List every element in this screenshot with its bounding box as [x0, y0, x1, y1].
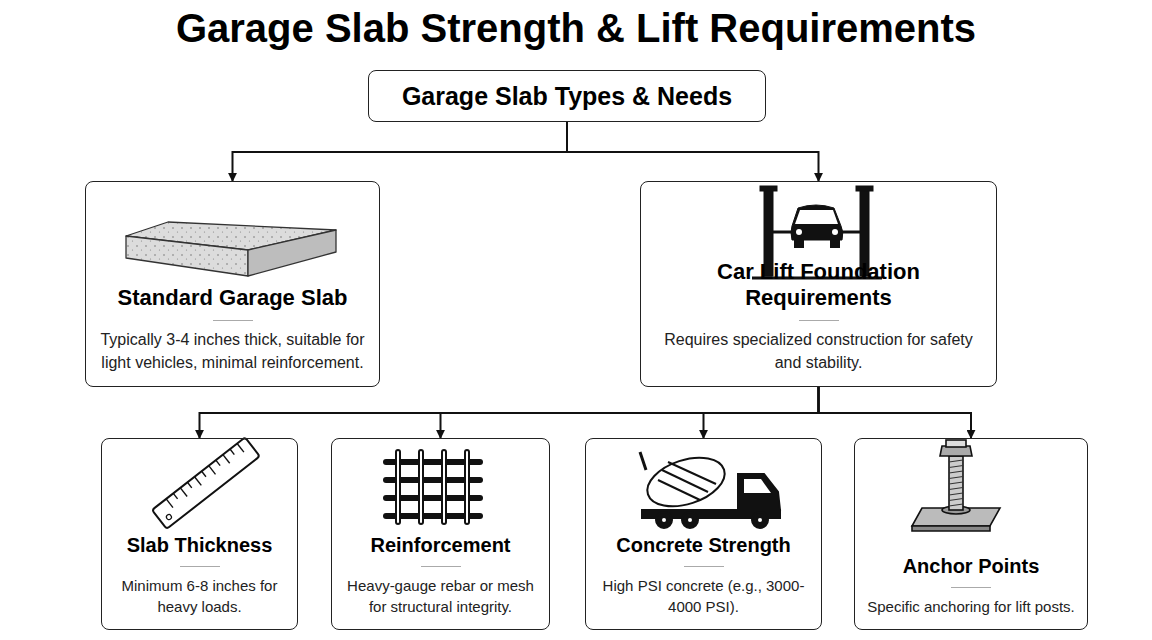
- root-box: Garage Slab Types & Needs: [368, 70, 766, 122]
- box-heading: Anchor Points: [903, 555, 1040, 578]
- divider-line: [180, 566, 220, 567]
- box-description: Requires specialized construction for sa…: [651, 329, 986, 374]
- box-heading: Reinforcement: [370, 534, 510, 557]
- divider-line: [213, 320, 253, 321]
- divider-line: [684, 566, 724, 567]
- connector-arrow: [441, 387, 819, 438]
- box-description: Specific anchoring for lift posts.: [867, 596, 1075, 617]
- connector-arrow: [704, 387, 819, 438]
- divider-line: [421, 566, 461, 567]
- connector-arrow: [819, 387, 972, 438]
- divider-line: [951, 587, 991, 588]
- divider-line: [799, 320, 839, 321]
- category-box: Car Lift Foundation RequirementsRequires…: [640, 181, 997, 387]
- category-box: ReinforcementHeavy-gauge rebar or mesh f…: [331, 438, 550, 630]
- slab-illustration: [126, 222, 336, 276]
- ruler-icon: [152, 437, 260, 529]
- diagram-title: Garage Slab Strength & Lift Requirements: [0, 4, 1152, 52]
- box-heading: Car Lift Foundation Requirements: [651, 259, 986, 311]
- box-heading: Standard Garage Slab: [118, 285, 348, 311]
- box-description: Typically 3-4 inches thick, suitable for…: [96, 329, 369, 374]
- rebar-icon: [386, 452, 480, 522]
- box-description: High PSI concrete (e.g., 3000-4000 PSI).: [596, 575, 811, 617]
- category-box: Standard Garage SlabTypically 3-4 inches…: [85, 181, 380, 387]
- box-heading: Garage Slab Types & Needs: [402, 82, 732, 111]
- box-heading: Concrete Strength: [616, 534, 790, 557]
- category-box: Slab ThicknessMinimum 6-8 inches for hea…: [101, 438, 298, 630]
- anchor-bolt-icon: [912, 440, 1000, 531]
- connector-arrow: [200, 387, 819, 438]
- connector-arrow: [567, 122, 819, 181]
- connector-arrow: [233, 122, 568, 181]
- category-box: Anchor PointsSpecific anchoring for lift…: [854, 438, 1088, 630]
- box-heading: Slab Thickness: [127, 534, 273, 557]
- box-description: Minimum 6-8 inches for heavy loads.: [112, 575, 287, 617]
- box-description: Heavy-gauge rebar or mesh for structural…: [342, 575, 539, 617]
- category-box: Concrete StrengthHigh PSI concrete (e.g.…: [585, 438, 822, 630]
- mixer-truck-icon: [640, 449, 780, 528]
